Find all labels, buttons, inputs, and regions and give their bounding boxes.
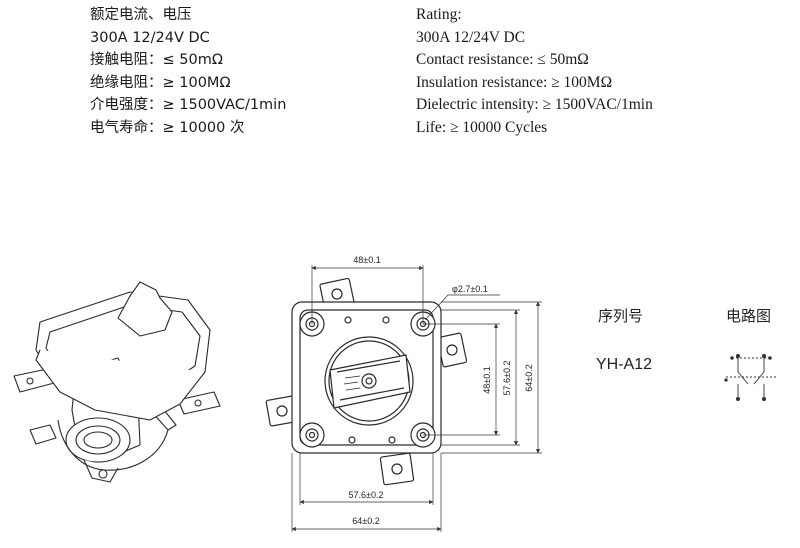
dim-vertical-outer: 64±0.2: [524, 364, 534, 391]
spec-list-chinese: 额定电流、电压 300A 12/24V DC 接触电阻：≤ 50mΩ 绝缘电阻：…: [90, 4, 286, 139]
spec-line: 300A 12/24V DC: [416, 28, 526, 46]
spec-line: 接触电阻：≤ 50mΩ: [90, 52, 223, 68]
isometric-switch-view: [13, 281, 221, 483]
spec-list-english: Rating: 300A 12/24V DC Contact resistanc…: [416, 4, 653, 139]
circuit-diagram-header: 电路图: [726, 307, 772, 325]
dim-bottom-mid: 57.6±0.2: [349, 490, 384, 500]
serial-number-header: 序列号: [598, 307, 644, 325]
dim-vertical-mid: 57.6±0.2: [502, 361, 512, 396]
dim-bottom-outer: 64±0.2: [352, 516, 379, 526]
spec-line: 电气寿命：≥ 10000 次: [90, 119, 245, 136]
spec-line: 额定电流、电压: [90, 7, 192, 23]
dim-hole-diameter: φ2.7±0.1: [452, 284, 488, 294]
spec-line: Contact resistance: ≤ 50mΩ: [416, 51, 589, 68]
circuit-diagram-icon: [724, 353, 776, 402]
dim-vertical-inner: 48±0.1: [482, 366, 492, 393]
spec-line: Life: ≥ 10000 Cycles: [416, 118, 548, 136]
spec-line: Rating:: [416, 6, 462, 23]
dimension-lines: [291, 265, 542, 532]
front-view: [265, 277, 468, 486]
spec-line: 300A 12/24V DC: [90, 29, 210, 46]
spec-line: Insulation resistance: ≥ 100MΩ: [416, 73, 613, 91]
spec-line: 介电强度：≥ 1500VAC/1min: [90, 97, 287, 113]
spec-line: Dielectric intensity: ≥ 1500VAC/1min: [416, 96, 653, 113]
dim-top-width: 48±0.1: [353, 255, 380, 265]
model-number: YH-A12: [596, 356, 653, 373]
spec-line: 绝缘电阻：≥ 100MΩ: [90, 74, 231, 91]
